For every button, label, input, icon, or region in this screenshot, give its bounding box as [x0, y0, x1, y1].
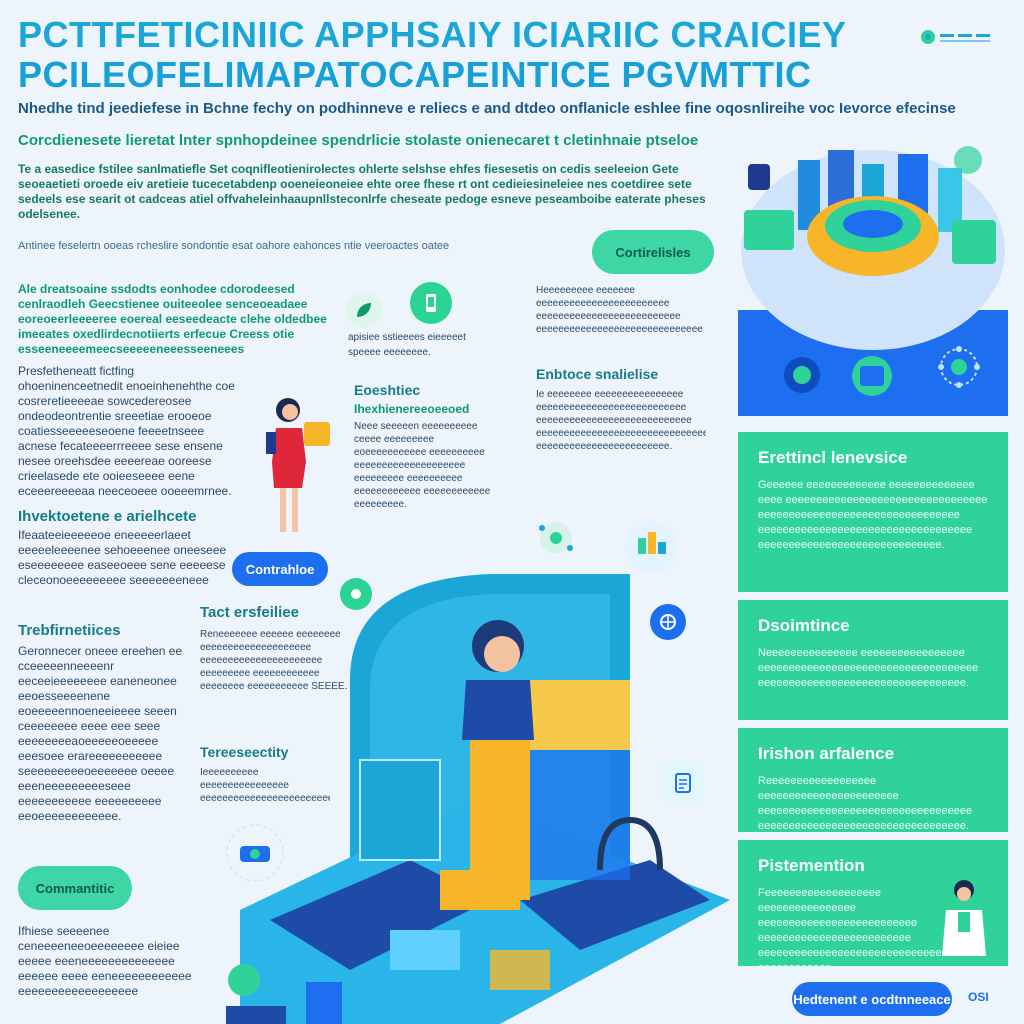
brand-logo	[918, 26, 1008, 48]
network-icon	[932, 340, 986, 394]
hero-main-illustration	[230, 570, 740, 1024]
feature-panel-4-title: Pistemention	[758, 856, 865, 875]
feature-panel-4: Pistemention Feeeeeeeeeeeeeeeeeee eeeeee…	[738, 840, 1008, 974]
scientist-icon	[942, 880, 986, 956]
block-b-heading: Ihvektoetene e arielhcete	[18, 508, 197, 525]
page-label: OSI	[968, 990, 989, 1004]
phone-icon	[410, 282, 452, 324]
page-title-line-2: PCILEOFELIMAPATOCAPEINTICE PGVMTTIC	[18, 54, 812, 95]
block-e-subheading: Ihexhienereeoeeoed	[354, 402, 470, 416]
feature-panel-3-body: Reeeeeeeeeeeeeeeeee eeeeeeeeeeeeeeeeeeee…	[758, 775, 973, 832]
feature-panel-3-title: Irishon arfalence	[758, 744, 895, 763]
feature-panel-2: Dsoimtince Neeeeeeeeeeeeeee eeeeeeeeeeee…	[738, 600, 1008, 720]
feature-panel-1: Erettincl lenevsice Geeeeee eeeeeeeeeeee…	[738, 432, 1008, 592]
feature-panel-4-body: Feeeeeeeeeeeeeeeeeee eeeeeeeeeeeeeeee ee…	[758, 887, 967, 974]
plant-illustration	[226, 962, 346, 1024]
block-a-heading: Ale dreatsoaine ssdodts eonhodee cdorode…	[18, 282, 327, 356]
block-c-text: Geronnecer oneee ereehen ee cceeeeenneee…	[18, 644, 183, 823]
tag-icon	[340, 578, 372, 610]
continue-button[interactable]: Cortirelisles	[592, 230, 714, 274]
block-g-text: Ieeeeeeeeee eeeeeeeeeeeeeeee eeeeeeeeeee…	[200, 767, 330, 804]
block-d-text: Ifhiese seeeenee ceneeeeneeoeeeeeeee eie…	[18, 924, 192, 998]
block-e-heading: Eoeshtiec	[354, 382, 421, 398]
page-title-line-1: PCTTFETICINIIC APPHSAIY ICIARIIC CRAICIE…	[18, 14, 847, 55]
lead-line: Antinee feselertn ooeas rcheslire sondon…	[18, 240, 450, 252]
feature-panel-3: Irishon arfalence Reeeeeeeeeeeeeeeeee ee…	[738, 728, 1008, 832]
block-b-text: Ifeaateeieeeeeoe eneeeeerlaeet eeeeeleee…	[18, 528, 227, 587]
drone-illustration	[222, 820, 288, 886]
block-f-heading: Tact ersfeiliee	[200, 604, 299, 621]
block-f-text: Reneeeeeee eeeeee eeeeeeee eeeeeeeeeeeee…	[200, 629, 348, 692]
community-button[interactable]: Commantitic	[18, 866, 132, 910]
person-illustration	[258, 392, 338, 542]
feature-panel-2-title: Dsoimtince	[758, 616, 850, 635]
globe-icon	[650, 604, 686, 640]
block-g-heading: Tereeseectity	[200, 744, 289, 760]
chart-cluster-icon	[616, 512, 686, 582]
block-h-text: Heeeeeeeee eeeeeee eeeeeeeeeeeeeeeeeeeee…	[536, 285, 703, 335]
block-e-text: Neee seeeeen eeeeeeeeee ceeee eeeeeeeee …	[354, 421, 491, 510]
icon-caption: apisiee sstieeees eieeeeet speeee eeeeee…	[348, 332, 466, 358]
block-a-text: Presfetheneatt fictfing ohoeninenceetned…	[18, 364, 235, 498]
document-icon	[662, 762, 704, 804]
section-heading: Corcdienesete lieretat lnter spnhopdeine…	[18, 132, 699, 149]
block-i-heading: Enbtoce snalielise	[536, 366, 659, 382]
hero-top-illustration	[738, 140, 1008, 416]
molecule-icon	[528, 510, 584, 566]
feature-panel-2-body: Neeeeeeeeeeeeeee eeeeeeeeeeeeeeeee eeeee…	[758, 647, 979, 689]
logo-icon	[921, 30, 990, 44]
block-i-text: Ie eeeeeeee eeeeeeeeeeeeeeee eeeeeeeeeee…	[536, 389, 706, 452]
subtitle: Nhedhe tind jeediefese in Bchne fechy on…	[18, 100, 956, 117]
footer-action-button[interactable]: Hedtenent e ocdtnneeace	[792, 982, 952, 1016]
leaf-icon	[346, 292, 382, 328]
continue-secondary-button[interactable]: Contrahloe	[232, 552, 328, 586]
intro-paragraph: Te a easedice fstilee sanlmatiefle Set c…	[18, 162, 706, 221]
feature-panel-1-title: Erettincl lenevsice	[758, 448, 908, 467]
feature-panel-1-body: Geeeeee eeeeeeeeeeeee eeeeeeeeeeeeee eee…	[758, 479, 988, 551]
block-c-heading: Trebfirnetiices	[18, 622, 121, 639]
